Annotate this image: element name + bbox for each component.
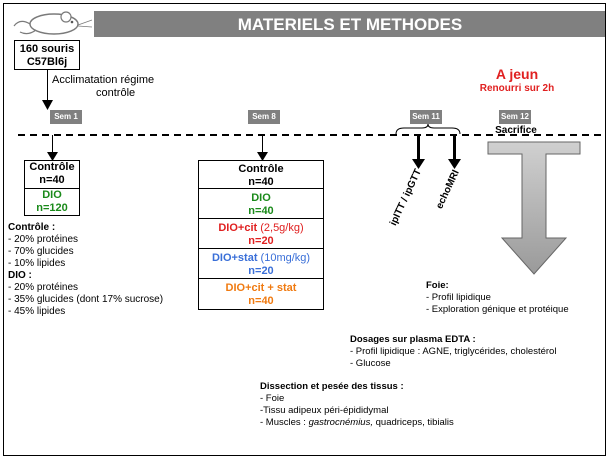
sacrifice-label: Sacrifice bbox=[495, 125, 537, 136]
arrow-down-icon bbox=[47, 152, 58, 161]
sem8-line bbox=[262, 135, 263, 155]
mice-strain: C57Bl6j bbox=[26, 56, 68, 68]
fasting-title: A jeun bbox=[495, 66, 539, 82]
timeline bbox=[18, 134, 602, 136]
acclimation-line bbox=[47, 70, 48, 104]
dio-diet-title: DIO : bbox=[8, 270, 32, 281]
diets-description: Contrôle : - 20% protéines - 70% glucide… bbox=[8, 222, 193, 318]
ipitt-ipgtt-label: ipITT / ipGTT bbox=[388, 167, 424, 228]
arrow-down-icon bbox=[412, 159, 425, 169]
plasma-analysis: Dosages sur plasma EDTA : - Profil lipid… bbox=[350, 334, 557, 369]
echomri-line bbox=[453, 135, 456, 162]
liver-analysis: Foie: - Profil lipidique - Exploration g… bbox=[426, 280, 569, 315]
title-banner: MATERIELS ET METHODES bbox=[94, 11, 605, 37]
week-label-1: Sem 1 bbox=[50, 110, 82, 124]
week-label-8: Sem 8 bbox=[248, 110, 280, 124]
refeed-note: Renourri sur 2h bbox=[479, 83, 555, 94]
arrow-down-icon bbox=[257, 152, 268, 161]
acclimation-text: Acclimatation régime contrôle bbox=[52, 74, 155, 99]
arrow-down-icon bbox=[42, 100, 53, 110]
arrow-down-icon bbox=[448, 159, 461, 169]
group8-dio-cit: DIO+cit (2,5g/kg) n=20 bbox=[199, 219, 323, 249]
sacrifice-arrow bbox=[487, 141, 581, 275]
week-label-11: Sem 11 bbox=[410, 110, 442, 124]
mice-count: 160 souris bbox=[19, 43, 75, 55]
mouse-icon bbox=[13, 11, 93, 35]
group8-dio-stat: DIO+stat (10mg/kg) n=20 bbox=[199, 249, 323, 279]
control-diet-title: Contrôle : bbox=[8, 222, 56, 233]
week11-brace bbox=[395, 124, 461, 135]
ipitt-line bbox=[417, 135, 420, 162]
dissection-list: Dissection et pesée des tissus : - Foie … bbox=[260, 381, 454, 428]
slide: MATERIELS ET METHODES 160 souris C57Bl6j… bbox=[3, 3, 606, 456]
mice-box: 160 souris C57Bl6j bbox=[14, 40, 80, 70]
page-title: MATERIELS ET METHODES bbox=[237, 15, 463, 34]
week-label-12: Sem 12 bbox=[499, 110, 531, 124]
sem1-line bbox=[52, 135, 53, 155]
